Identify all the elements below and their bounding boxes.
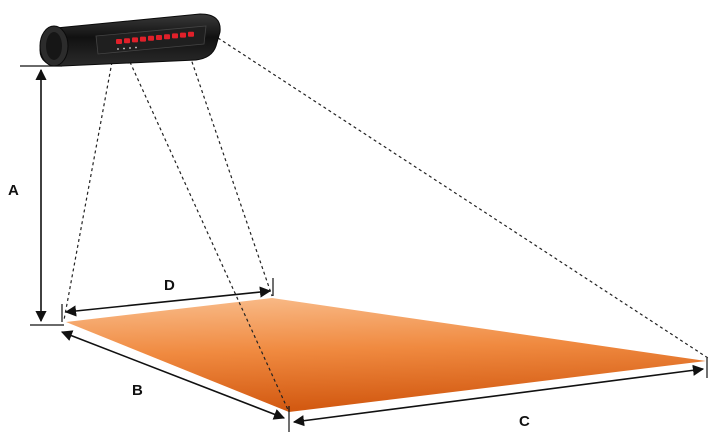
coverage-line-4 [217,37,709,359]
dimension-d-arrow [64,286,272,317]
coverage-line-1 [63,61,113,321]
dimension-a-label: A [8,182,19,199]
dimension-c-label: C [519,413,530,430]
dimension-b-arrow [60,330,286,420]
heater-end-cap-inner [46,32,62,60]
dimension-c-arrow [292,364,705,427]
dimension-b-label: B [132,382,143,399]
dimension-b: B [60,330,286,420]
infrared-heater-icon [39,13,221,67]
dimension-c: C [288,358,708,432]
dimension-d-label: D [164,277,175,294]
heater-vent-dots [117,46,137,50]
dimension-a: A [8,65,64,326]
heated-area [64,296,707,419]
heater-element-icon [116,31,194,44]
dimension-d: D [61,277,274,322]
heated-area-surface [66,298,706,412]
coverage-line-3 [189,55,273,297]
